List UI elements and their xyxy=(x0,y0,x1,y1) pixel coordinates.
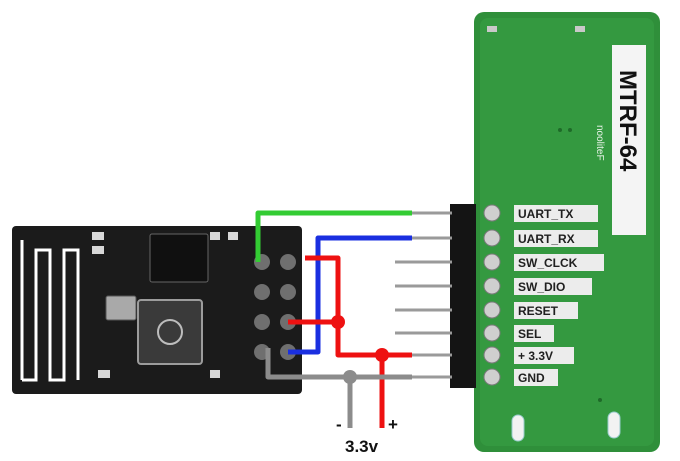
mtrf64-pin-header xyxy=(395,204,501,388)
pin-label-box xyxy=(514,325,554,342)
junction-dot xyxy=(331,315,345,329)
mounting-slot xyxy=(511,414,525,442)
power-plus-label: + xyxy=(388,415,398,434)
esp-chip xyxy=(137,299,203,365)
pin-label-box xyxy=(514,302,578,319)
smd-pad xyxy=(575,26,585,32)
solder-pad xyxy=(483,204,501,222)
pin-label-gnd: GND xyxy=(518,371,545,385)
solder-pad xyxy=(483,346,501,364)
via xyxy=(598,398,602,402)
solder-pad xyxy=(483,253,501,271)
header-body xyxy=(450,204,476,388)
esp-header-pin xyxy=(254,284,270,300)
solder-pad xyxy=(483,324,501,342)
pin-label-box xyxy=(514,278,592,295)
esp-header-pin xyxy=(254,314,270,330)
crystal xyxy=(105,295,137,321)
pin-label-box xyxy=(514,369,558,386)
pin-label-box xyxy=(514,205,598,222)
junction-dot xyxy=(375,348,389,362)
solder-pad xyxy=(483,277,501,295)
esp-chip-logo xyxy=(157,319,183,345)
power-minus-label: - xyxy=(336,415,342,434)
pin-label-box xyxy=(514,230,598,247)
smd-component xyxy=(92,246,104,254)
smd-pad xyxy=(487,26,497,32)
wire-gray-gnd xyxy=(265,348,412,380)
junction-dot xyxy=(343,370,357,384)
via xyxy=(558,128,562,132)
pin-label-uart-rx: UART_RX xyxy=(518,232,575,246)
module-brand: nooliteF xyxy=(594,125,605,161)
flash-chip xyxy=(149,233,209,283)
pin-label-3v3: + 3.3V xyxy=(518,349,553,363)
smd-component xyxy=(228,232,238,240)
pcb-antenna xyxy=(20,240,80,382)
module-title: MTRF-64 xyxy=(614,70,641,172)
wire-blue-uart-rx xyxy=(288,235,412,355)
pin-label-sw-clck: SW_CLCK xyxy=(518,256,578,270)
pin-label-uart-tx: UART_TX xyxy=(518,207,573,221)
solder-pad xyxy=(483,229,501,247)
via xyxy=(568,128,572,132)
esp-header-pin xyxy=(280,254,296,270)
wire-red-3v3-b xyxy=(305,255,341,322)
smd-component xyxy=(210,370,220,378)
smd-component xyxy=(210,232,220,240)
solder-pad xyxy=(483,301,501,319)
pin-label-box xyxy=(514,347,574,364)
solder-pad xyxy=(483,368,501,386)
power-voltage-label: 3.3v xyxy=(345,437,379,456)
pin-label-box xyxy=(514,254,604,271)
smd-component xyxy=(92,232,104,240)
mounting-slot xyxy=(607,411,621,439)
module-label-panel xyxy=(612,45,646,235)
esp-header-pin xyxy=(280,284,296,300)
pin-label-reset: RESET xyxy=(518,304,559,318)
pin-label-sw-dio: SW_DIO xyxy=(518,280,565,294)
pin-labels: UART_TX UART_RX SW_CLCK SW_DIO RESET SEL… xyxy=(514,205,604,386)
smd-component xyxy=(98,370,110,378)
pin-label-sel: SEL xyxy=(518,327,541,341)
wire-green-uart-tx xyxy=(255,210,412,262)
